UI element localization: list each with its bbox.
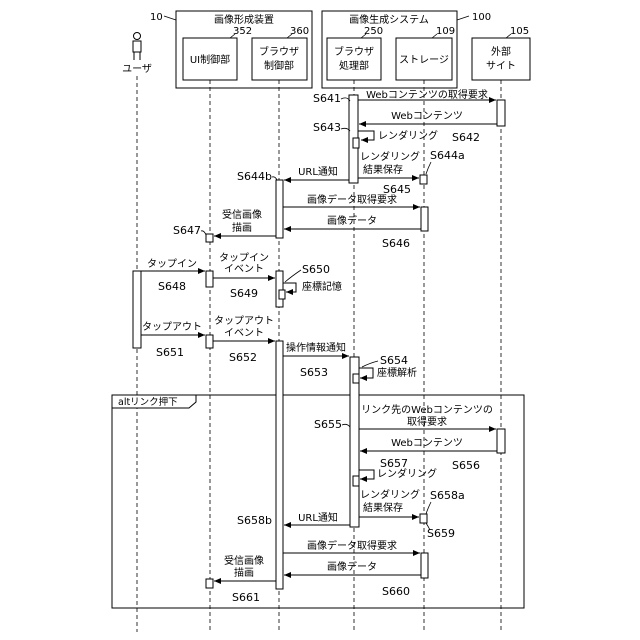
message-label: 描画 <box>232 221 252 234</box>
message-s652: タップアウト イベント S652 <box>213 315 275 364</box>
participant-ref: 250 <box>364 26 383 37</box>
person-icon <box>133 33 141 61</box>
message-label: タップアウト <box>214 315 274 327</box>
step-id: S659 <box>427 527 455 540</box>
step-id: S660 <box>382 585 410 598</box>
message-label: レンダリング <box>378 129 438 142</box>
step-id: S650 <box>302 263 330 276</box>
message-s653: 操作情報通知 S653 <box>283 341 349 379</box>
message-label: タップイン <box>219 252 269 264</box>
participant-label: 処理部 <box>339 59 369 72</box>
message-s649: タップイン イベント S649 <box>213 252 275 300</box>
participant-label: ストレージ <box>399 55 449 66</box>
message-label: URL通知 <box>298 165 338 178</box>
message-label: レンダリング <box>360 150 420 163</box>
message-s651: タップアウト S651 <box>141 321 205 359</box>
participant-ref: 352 <box>233 26 252 37</box>
participant-ref: 360 <box>290 26 309 37</box>
message-s659: S659 画像データ取得要求 <box>283 523 455 553</box>
step-id: S642 <box>452 131 480 144</box>
group-ref: 10 <box>150 12 163 23</box>
message-label: Webコンテンツ <box>391 438 463 449</box>
alt-frame-label: altリンク押下 <box>118 396 178 408</box>
message-label: 取得要求 <box>407 416 447 428</box>
step-id: S648 <box>158 280 186 293</box>
message-s657: S657 レンダリング <box>359 457 437 480</box>
message-s647: 受信画像 描画 S647 <box>173 209 276 237</box>
participant-external-site: 外部 サイト 105 <box>472 26 530 80</box>
message-label: タップアウト <box>142 321 202 333</box>
message-label: 受信画像 <box>224 555 264 567</box>
participant-label: ブラウザ <box>334 45 374 58</box>
step-id: S654 <box>380 354 408 367</box>
step-id: S656 <box>452 459 480 472</box>
step-id: S651 <box>156 346 184 359</box>
message-label: 画像データ取得要求 <box>307 193 397 206</box>
participant-label: UI制御部 <box>190 53 230 66</box>
message-s641: S641 Webコンテンツの取得要求 <box>313 89 496 105</box>
step-id: S644a <box>430 149 465 162</box>
message-s661: 受信画像 描画 S661 <box>214 555 276 604</box>
message-label: レンダリング <box>360 488 420 501</box>
step-id: S641 <box>313 92 341 105</box>
message-s658b: URL通知 S658b <box>237 511 350 527</box>
message-label: イベント <box>224 327 264 339</box>
message-s648: タップイン S648 <box>141 258 205 293</box>
message-s644a: レンダリング 結果保存 S644a <box>358 149 465 178</box>
message-label: Webコンテンツ <box>391 111 463 122</box>
participant-label: ユーザ <box>122 63 152 75</box>
message-label: リンク先のWebコンテンツの <box>361 404 493 416</box>
step-id: S658b <box>237 514 272 527</box>
message-label: 座標記憶 <box>302 280 342 293</box>
message-label: 座標解析 <box>377 366 417 379</box>
message-s646: 画像データ S646 <box>284 214 421 250</box>
participant-user: ユーザ <box>122 33 152 76</box>
message-s650: S650 座標記憶 <box>283 263 342 293</box>
message-s645: S645 画像データ取得要求 <box>283 183 420 207</box>
message-label: 操作情報通知 <box>286 341 346 354</box>
message-label: イベント <box>224 263 264 275</box>
participant-ref: 109 <box>436 26 455 37</box>
message-label: 描画 <box>234 566 254 579</box>
message-label: 結果保存 <box>363 163 403 176</box>
message-label: Webコンテンツの取得要求 <box>366 89 488 101</box>
step-id: S653 <box>300 366 328 379</box>
step-id: S644b <box>237 170 272 183</box>
group-title: 画像形成装置 <box>214 13 274 26</box>
group-ref: 100 <box>472 12 491 23</box>
message-s658a: レンダリング 結果保存 S658a <box>359 488 465 517</box>
message-label: レンダリング <box>377 467 437 480</box>
step-id: S649 <box>230 287 258 300</box>
step-id: S643 <box>313 121 341 134</box>
message-label: 画像データ取得要求 <box>307 539 397 552</box>
participant-label: 外部 <box>491 45 511 58</box>
message-s654: S654 座標解析 <box>359 354 417 379</box>
step-id: S661 <box>232 591 260 604</box>
participant-ref: 105 <box>510 26 529 37</box>
step-id: S647 <box>173 224 201 237</box>
group-title: 画像生成システム <box>349 13 429 26</box>
step-id: S658a <box>430 489 465 502</box>
message-label: 画像データ <box>327 560 377 573</box>
message-label: 画像データ <box>327 214 377 227</box>
message-label: 受信画像 <box>222 209 262 221</box>
message-label: 結果保存 <box>363 501 403 514</box>
message-s655: S655 リンク先のWebコンテンツの 取得要求 <box>314 404 496 431</box>
message-s644b: URL通知 S644b <box>237 165 349 183</box>
message-label: URL通知 <box>298 511 338 524</box>
message-label: タップイン <box>147 258 197 270</box>
message-s660: 画像データ S660 <box>284 560 421 598</box>
participant-label: ブラウザ <box>259 45 299 58</box>
step-id: S652 <box>229 351 257 364</box>
participant-label: 制御部 <box>264 59 294 72</box>
participant-label: サイト <box>486 60 516 72</box>
step-id: S646 <box>382 237 410 250</box>
step-id: S655 <box>314 418 342 431</box>
